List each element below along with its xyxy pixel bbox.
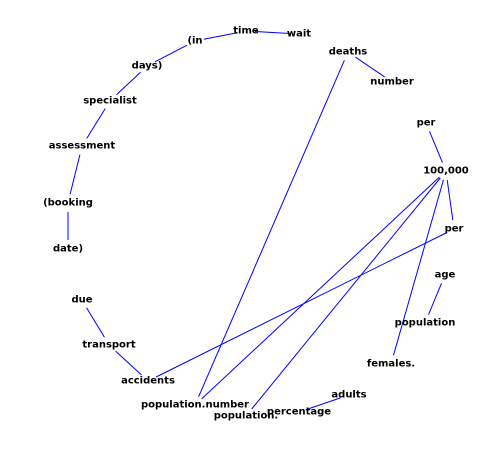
edge-adults-percentage (307, 397, 341, 410)
edge-deaths-popnumber (198, 60, 345, 397)
edge-hundredk-females (393, 179, 444, 356)
edge-per2-accidents (155, 232, 447, 378)
edge-days-specialist (116, 71, 141, 96)
edge-assessment-booking (69, 154, 81, 195)
node-wait: wait (287, 29, 311, 40)
node-layer: time wait (in days) specialist assessment (boo… (43, 26, 469, 422)
edge-hundredk-populationdot (251, 177, 441, 410)
edge-time-in (203, 32, 238, 40)
node-due: due (71, 295, 92, 306)
node-date: date) (53, 244, 83, 255)
node-popnumber: population.number (141, 400, 249, 411)
node-hundredk: 100,000 (423, 166, 469, 177)
node-booking: (booking (43, 198, 93, 209)
node-adults: adults (331, 390, 366, 401)
edge-transport-accidents (115, 350, 142, 376)
node-number: number (370, 77, 414, 88)
edge-age-population (428, 283, 442, 315)
node-assessment: assessment (49, 141, 116, 152)
edge-due-transport (86, 307, 105, 338)
edge-specialist-assessment (86, 108, 106, 139)
edge-time-wait (254, 31, 291, 34)
node-per2: per (445, 224, 464, 235)
edge-hundredk-popnumber (201, 176, 440, 400)
node-days: days) (132, 61, 163, 72)
node-age: age (435, 270, 456, 281)
node-females: females. (367, 359, 415, 370)
node-in: (in (187, 36, 202, 47)
node-specialist: specialist (83, 96, 137, 107)
node-populationdot: population. (214, 411, 278, 422)
node-accidents: accidents (121, 376, 175, 387)
node-population: population (395, 318, 456, 329)
edge-per1-hundredk (429, 131, 443, 163)
node-per1: per (417, 118, 436, 129)
node-transport: transport (82, 340, 135, 351)
edge-in-days (154, 44, 188, 63)
node-deaths: deaths (329, 47, 368, 58)
node-time: time (233, 26, 259, 37)
edge-deaths-number (355, 56, 385, 78)
node-percentage: percentage (267, 407, 331, 418)
edge-hundredk-per2 (446, 179, 454, 221)
edge-layer (67, 31, 454, 410)
